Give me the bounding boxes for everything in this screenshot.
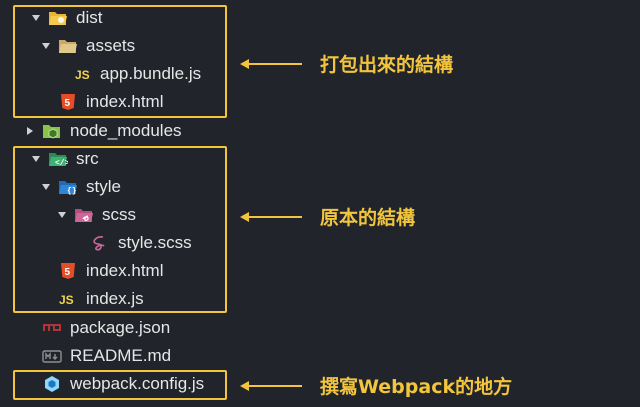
folder-style-open-icon: {} <box>58 178 78 196</box>
tree-item-style[interactable]: {} style <box>40 173 121 201</box>
tree-item-index-html[interactable]: 5 index.html <box>58 257 163 285</box>
tree-item-label: src <box>76 149 99 168</box>
src-annotation: 原本的結構 <box>320 207 416 229</box>
tree-item-label: webpack.config.js <box>70 374 205 393</box>
tree-item-label: style.scss <box>118 233 192 252</box>
tree-item-label: README.md <box>70 346 172 365</box>
tree-item-src[interactable]: </> src <box>30 145 99 173</box>
src-highlight-box <box>13 146 227 313</box>
sass-icon <box>90 234 110 252</box>
tree-item-index-html[interactable]: 5 index.html <box>58 88 163 116</box>
svg-text:JS: JS <box>59 293 74 307</box>
dist-annotation: 打包出來的結構 <box>320 54 454 76</box>
svg-text:{}: {} <box>67 187 77 196</box>
folder-dist-open-icon <box>48 9 68 27</box>
svg-text:5: 5 <box>65 98 71 109</box>
markdown-icon <box>42 347 62 365</box>
tree-item-readme-md[interactable]: README.md <box>42 342 171 370</box>
html5-icon: 5 <box>58 262 78 280</box>
webpack-icon <box>42 375 62 393</box>
tree-item-label: index.html <box>86 261 164 280</box>
svg-text:JS: JS <box>75 68 90 82</box>
arrow-left-icon <box>240 211 302 222</box>
src-callout: 原本的結構 <box>240 203 415 230</box>
tree-item-style-scss[interactable]: style.scss <box>90 229 192 257</box>
chevron-down-icon[interactable] <box>56 209 68 221</box>
tree-item-webpack-config-js[interactable]: webpack.config.js <box>42 370 204 398</box>
folder-scss-open-icon <box>74 206 94 224</box>
chevron-down-icon[interactable] <box>30 153 42 165</box>
webpack-highlight-box <box>13 370 227 400</box>
npm-icon <box>42 319 62 337</box>
tree-item-app-bundle-js[interactable]: JS app.bundle.js <box>74 60 201 88</box>
tree-item-label: index.html <box>86 92 164 111</box>
folder-assets-open-icon <box>58 37 78 55</box>
chevron-down-icon[interactable] <box>40 40 52 52</box>
dist-callout: 打包出來的結構 <box>240 50 453 77</box>
js-file-icon: JS <box>58 290 78 308</box>
js-file-icon: JS <box>74 65 94 83</box>
arrow-left-icon <box>240 380 302 391</box>
tree-item-label: node_modules <box>70 121 182 140</box>
tree-item-label: index.js <box>86 289 144 308</box>
chevron-right-icon[interactable] <box>24 125 36 137</box>
tree-item-label: package.json <box>70 318 171 337</box>
tree-item-package-json[interactable]: package.json <box>42 314 170 342</box>
tree-item-scss[interactable]: scss <box>56 201 136 229</box>
arrow-left-icon <box>240 58 302 69</box>
folder-src-open-icon: </> <box>48 150 68 168</box>
svg-text:5: 5 <box>65 267 71 278</box>
webpack-annotation: 撰寫Webpack的地方 <box>320 376 513 398</box>
chevron-down-icon[interactable] <box>40 181 52 193</box>
tree-item-label: dist <box>76 8 103 27</box>
webpack-callout: 撰寫Webpack的地方 <box>240 372 512 399</box>
tree-item-dist[interactable]: dist <box>30 4 102 32</box>
tree-item-label: app.bundle.js <box>100 64 202 83</box>
dist-highlight-box <box>13 5 227 118</box>
tree-item-assets[interactable]: assets <box>40 32 135 60</box>
chevron-down-icon[interactable] <box>30 12 42 24</box>
tree-item-label: style <box>86 177 121 196</box>
tree-item-index-js[interactable]: JS index.js <box>58 285 144 313</box>
tree-item-node-modules[interactable]: node_modules <box>24 117 182 145</box>
tree-item-label: scss <box>102 205 136 224</box>
svg-text:</>: </> <box>55 159 68 168</box>
html5-icon: 5 <box>58 93 78 111</box>
folder-node-icon <box>42 122 62 140</box>
tree-item-label: assets <box>86 36 136 55</box>
